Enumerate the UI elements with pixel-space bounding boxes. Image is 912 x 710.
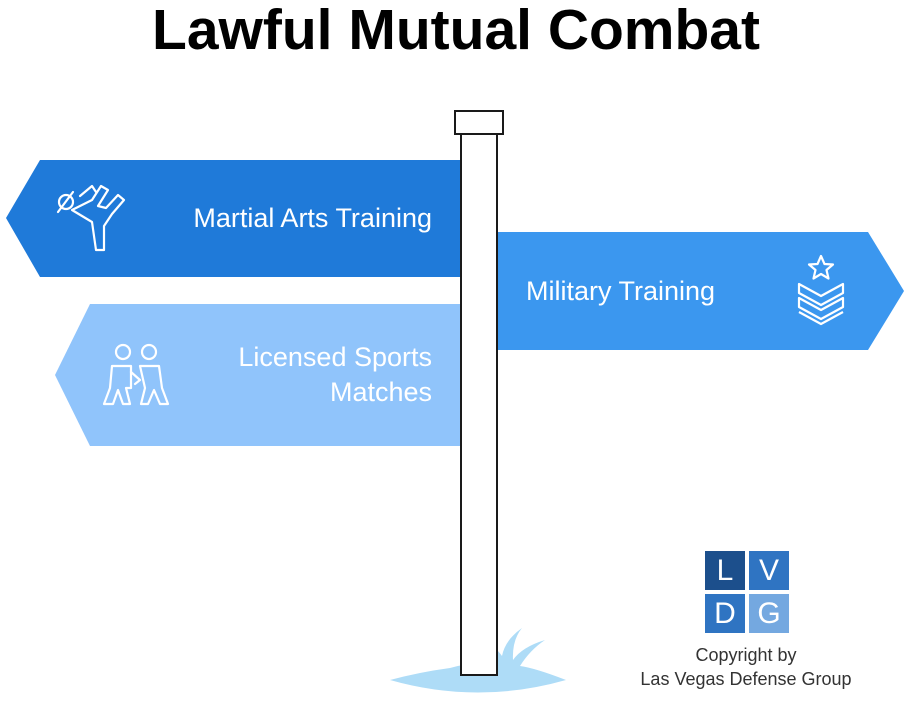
sign-military-training: [498, 232, 904, 350]
copyright-line2: Las Vegas Defense Group: [640, 669, 852, 689]
military-training-label: Military Training: [526, 276, 716, 306]
copyright-line1: Copyright by: [695, 645, 797, 665]
licensed-sports-label-line2: Matches: [329, 377, 432, 407]
logo-cell-g: G: [749, 594, 789, 633]
sign-martial-arts: [6, 160, 460, 277]
martial-arts-label: Martial Arts Training: [193, 203, 432, 233]
logo-cell-l: L: [705, 551, 745, 590]
page-title: Lawful Mutual Combat: [152, 0, 760, 62]
martial-arts-kick-icon: [56, 184, 126, 252]
licensed-sports-label-line1: Licensed Sports: [238, 342, 432, 372]
logo-cell-d: D: [705, 594, 745, 633]
sparring-fighters-icon: [102, 343, 170, 406]
lvdg-logo: L V D G: [705, 551, 789, 633]
water-splash: [390, 628, 566, 693]
military-rank-chevron-star-icon: [797, 254, 845, 326]
copyright-notice: Copyright by Las Vegas Defense Group: [616, 643, 876, 691]
sign-licensed-sports: [55, 304, 460, 446]
logo-cell-v: V: [749, 551, 789, 590]
signpost-cap: [454, 110, 504, 135]
signpost-pole: [460, 132, 498, 676]
